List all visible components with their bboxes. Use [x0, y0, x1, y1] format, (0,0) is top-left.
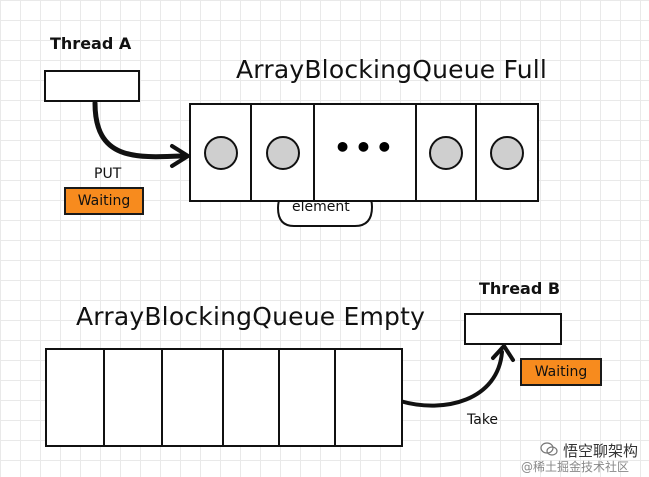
queue-slot: [250, 103, 315, 202]
thread-a-box: [44, 70, 140, 102]
queue-slot: [415, 103, 477, 202]
watermark-subtitle: @稀土掘金技术社区: [521, 460, 630, 474]
empty-queue-title: ArrayBlockingQueue Empty: [76, 302, 426, 331]
full-queue: •••: [189, 103, 539, 202]
thread-a-waiting-badge: Waiting: [64, 187, 144, 215]
empty-queue: [45, 348, 403, 447]
take-arrowhead: [491, 344, 515, 362]
queue-slot: [103, 348, 163, 447]
element-circle: [203, 135, 238, 170]
element-circle: [429, 135, 463, 170]
element-callout-label: element: [292, 199, 350, 215]
thread-b-label: Thread B: [479, 279, 561, 298]
queue-slot: [334, 348, 403, 447]
take-label: Take: [467, 412, 499, 428]
take-arrow: [398, 350, 504, 408]
queue-slot: [222, 348, 280, 447]
thread-b-waiting-badge: Waiting: [520, 358, 602, 386]
watermark-title: 悟空聊架构: [563, 442, 639, 460]
thread-a-label: Thread A: [50, 34, 132, 53]
queue-slot: [475, 103, 539, 202]
put-arrow: [92, 100, 185, 160]
queue-slot: [189, 103, 252, 202]
ellipsis: •••: [333, 130, 397, 164]
element-circle: [490, 135, 524, 170]
queue-slot: [45, 348, 105, 447]
full-queue-title: ArrayBlockingQueue Full: [236, 55, 548, 84]
element-circle: [265, 135, 300, 170]
put-label: PUT: [94, 166, 122, 182]
thread-b-box: [464, 313, 562, 345]
wechat-icon: [540, 441, 558, 456]
queue-slot: [161, 348, 224, 447]
queue-slot-ellipsis: •••: [313, 103, 417, 202]
queue-slot: [278, 348, 336, 447]
put-arrowhead: [170, 144, 190, 168]
